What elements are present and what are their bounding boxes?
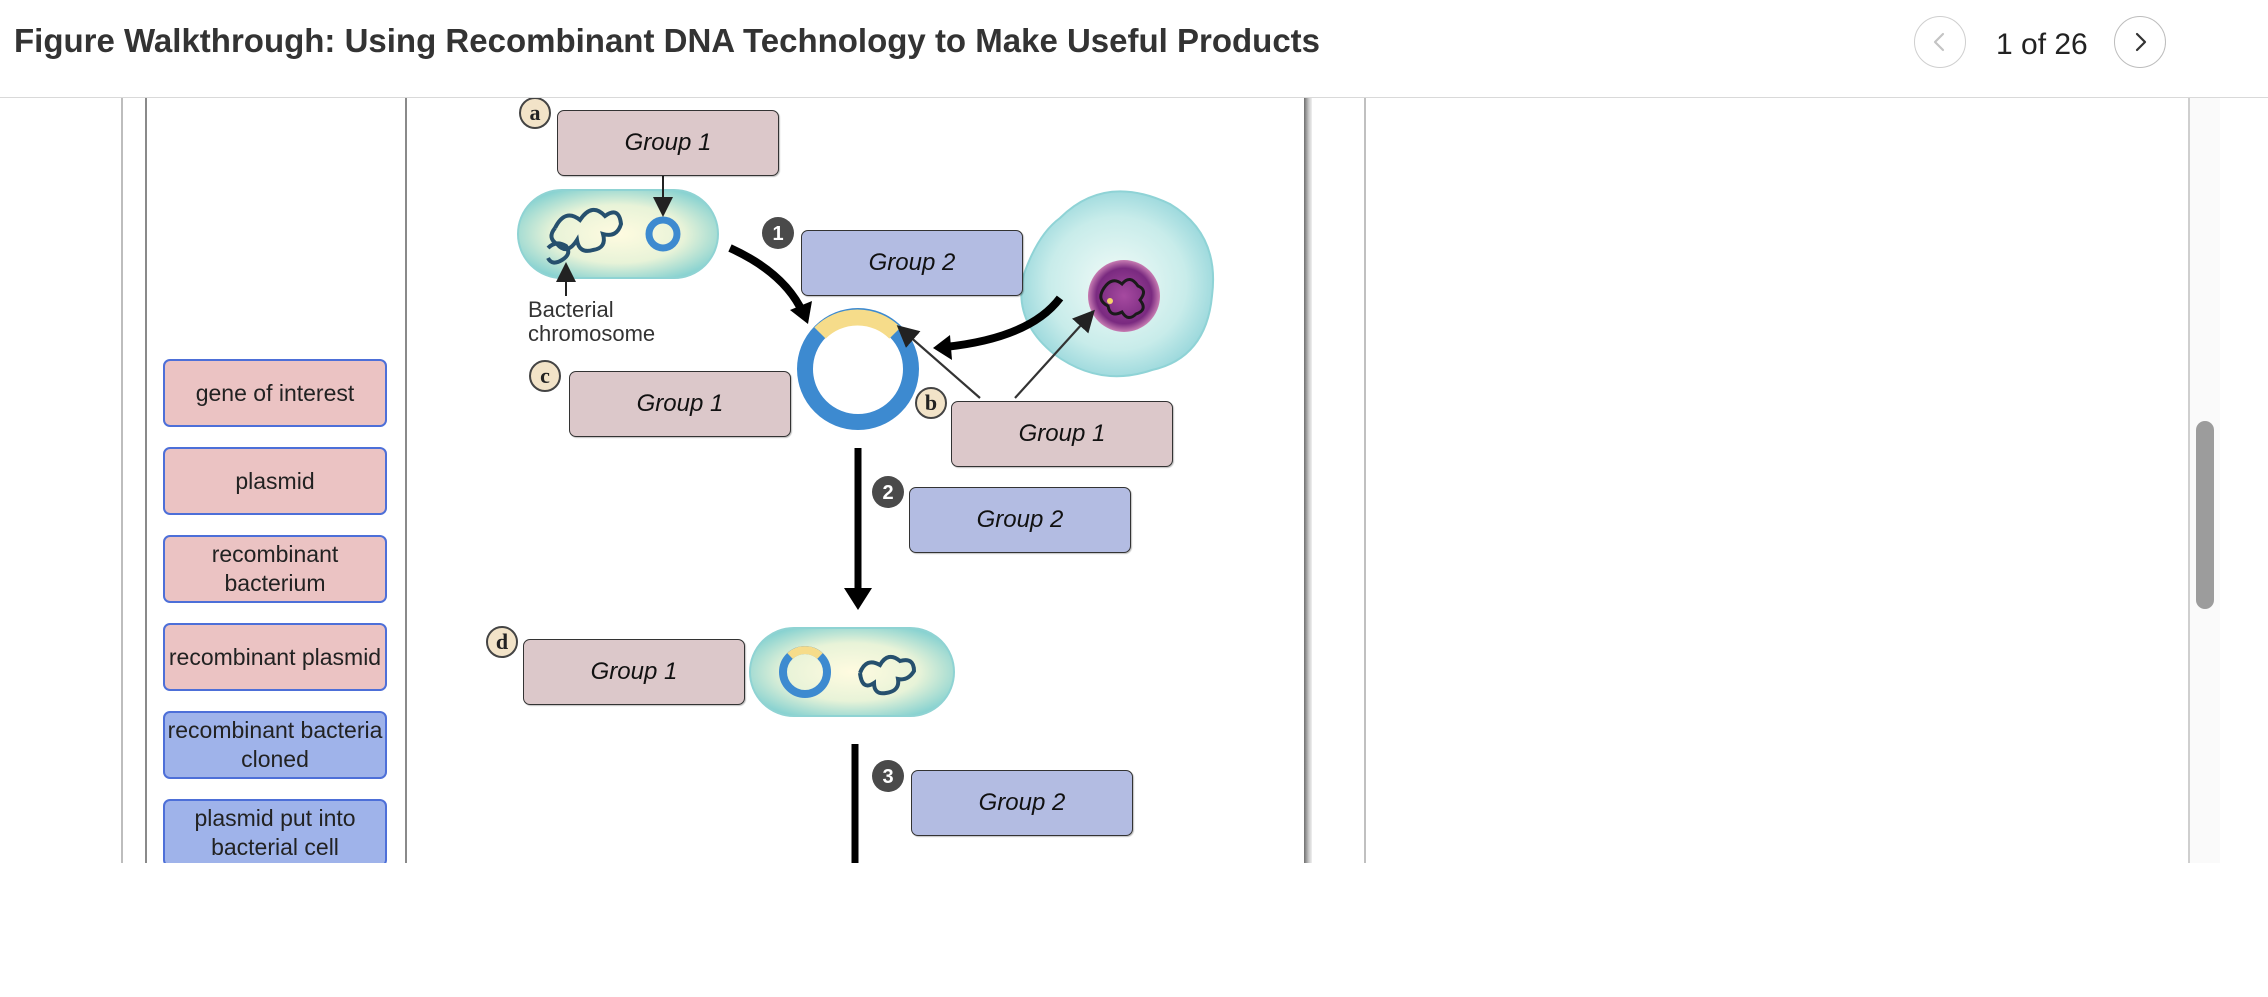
plasmid-center: [797, 308, 919, 430]
bacterial-chromosome-label: Bacterial chromosome: [528, 297, 656, 346]
frame-border-left: [121, 98, 123, 863]
scrollbar-thumb[interactable]: [2196, 421, 2214, 609]
drop-target-d[interactable]: Group 1: [523, 639, 745, 705]
figure-viewport: gene of interest plasmid recombinant bac…: [0, 98, 2268, 863]
step-marker-1: 1: [762, 217, 794, 249]
bacterium-recombinant: [749, 627, 955, 717]
svg-text:2: 2: [882, 482, 893, 504]
label-bank-border-right: [405, 98, 407, 863]
svg-text:1: 1: [772, 223, 783, 245]
svg-text:c: c: [540, 363, 550, 388]
drop-target-a[interactable]: Group 1: [557, 110, 779, 176]
page-counter: 1 of 26: [1996, 28, 2088, 61]
svg-text:d: d: [496, 629, 508, 654]
frame-border-outer-right: [2188, 98, 2190, 863]
marker-a: a: [519, 98, 551, 129]
marker-d: d: [486, 626, 518, 658]
marker-b: b: [915, 387, 947, 419]
drop-target-step-2[interactable]: Group 2: [909, 487, 1131, 553]
previous-button[interactable]: [1914, 16, 1966, 68]
eukaryotic-cell: [1020, 190, 1214, 378]
label-chip-gene-of-interest[interactable]: gene of interest: [163, 359, 387, 427]
bacterium-top: [517, 176, 719, 296]
drop-target-c[interactable]: Group 1: [569, 371, 791, 437]
drop-target-step-3[interactable]: Group 2: [911, 770, 1133, 836]
svg-text:a: a: [530, 100, 541, 125]
label-bank-border-left: [145, 98, 147, 863]
page-title: Figure Walkthrough: Using Recombinant DN…: [14, 22, 1321, 59]
label-chip-plasmid[interactable]: plasmid: [163, 447, 387, 515]
svg-text:b: b: [925, 390, 937, 415]
chevron-left-icon: [1933, 32, 1945, 52]
label-chip-recombinant-bacterium[interactable]: recombinant bacterium: [163, 535, 387, 603]
svg-text:3: 3: [882, 766, 893, 788]
step-marker-2: 2: [872, 476, 904, 508]
header-bar: Figure Walkthrough: Using Recombinant DN…: [0, 0, 2268, 98]
label-chip-recombinant-plasmid[interactable]: recombinant plasmid: [163, 623, 387, 691]
label-chip-recombinant-bacteria-cloned[interactable]: recombinant bacteria cloned: [163, 711, 387, 779]
chevron-right-icon: [2135, 32, 2147, 52]
figure-panel-shadow: [1304, 98, 1312, 863]
recombinant-dna-diagram: a c b d 1 2 3: [486, 98, 1214, 863]
next-button[interactable]: [2114, 16, 2166, 68]
drop-target-step-1[interactable]: Group 2: [801, 230, 1023, 296]
label-chip-plasmid-put-into-bacterial-cell[interactable]: plasmid put into bacterial cell: [163, 799, 387, 863]
drop-target-b[interactable]: Group 1: [951, 401, 1173, 467]
frame-border-right: [1364, 98, 1366, 863]
marker-c: c: [529, 360, 561, 392]
step-marker-3: 3: [872, 760, 904, 792]
